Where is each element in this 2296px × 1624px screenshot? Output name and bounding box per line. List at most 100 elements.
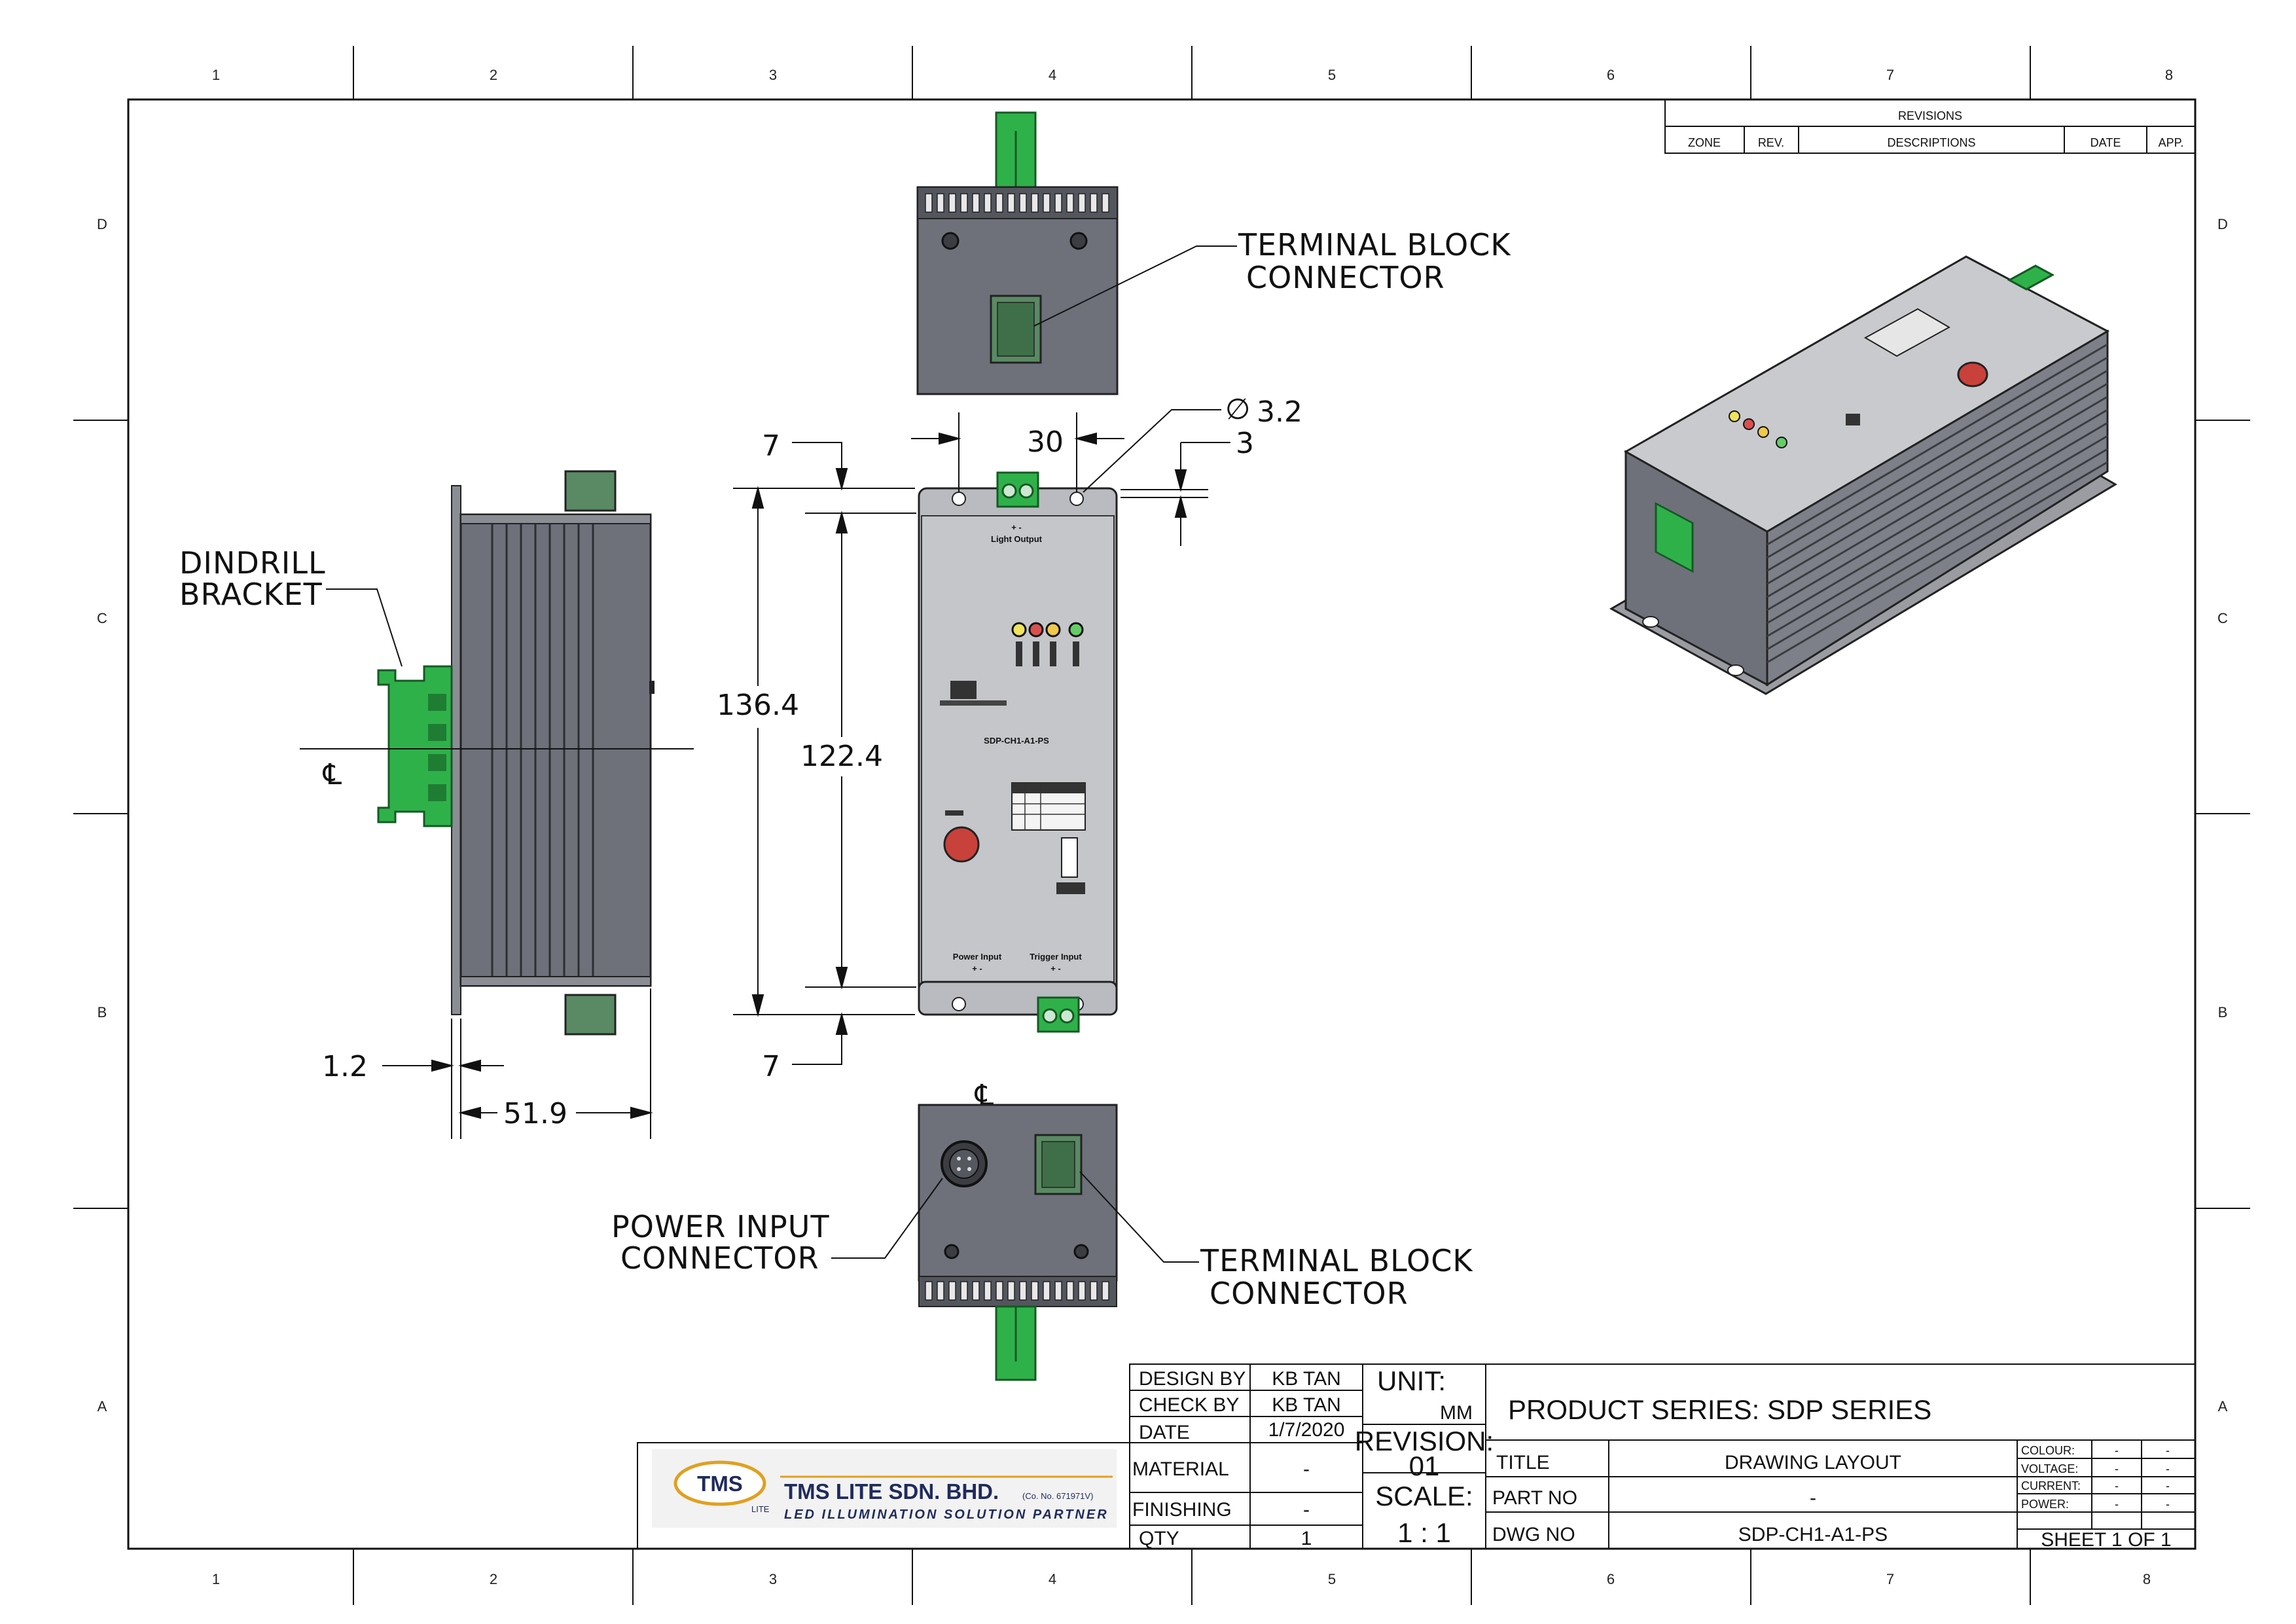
unit-label: UNIT: [1377,1365,1446,1396]
check-by-label: CHECK BY [1139,1394,1239,1416]
company-logo: TMS LITE TMS LITE SDN. BHD. (Co. No. 671… [652,1449,1117,1528]
current-value-1: - [2115,1479,2119,1492]
dim-1-2: 1.2 [322,1050,368,1083]
dwg-no-value: SDP-CH1-A1-PS [1738,1524,1888,1545]
terminal-top-line2: CONNECTOR [1246,260,1445,295]
revisions-table: REVISIONS ZONE REV. DESCRIPTIONS DATE AP… [1664,99,2196,154]
product-series: PRODUCT SERIES: SDP SERIES [1508,1394,1931,1425]
din-bracket-line1: DINDRILL [179,545,326,581]
company-name: TMS LITE SDN. BHD. [784,1479,999,1504]
revisions-header-zone: ZONE [1688,136,1721,149]
terminal-top-line1: TERMINAL BLOCK [1238,227,1511,262]
revision-value: 01 [1409,1451,1440,1481]
zone-row-right-c: C [2217,610,2228,626]
zone-col-bottom-2: 2 [490,1571,497,1587]
revisions-header-app: APP. [2159,136,2184,149]
front-model-label: SDP-CH1-A1-PS [984,736,1049,746]
zone-row-left-a: A [98,1398,107,1415]
revisions-header-descriptions: DESCRIPTIONS [1887,136,1975,149]
revisions-header-rev: REV. [1758,136,1784,149]
zone-col-top-8: 8 [2165,67,2173,83]
zone-col-top-2: 2 [490,67,497,83]
part-no-value: - [1810,1487,1816,1509]
bottom-end-view [918,1104,1118,1381]
revisions-title: REVISIONS [1898,109,1962,122]
voltage-value-1: - [2115,1462,2119,1475]
company-reg-no: (Co. No. 671971V) [1022,1491,1093,1501]
zone-col-bottom-5: 5 [1328,1571,1336,1587]
terminal-block-top-callout: TERMINAL BLOCK CONNECTOR [1033,227,1511,327]
logo-lite-text: LITE [751,1504,770,1514]
zone-row-right-a: A [2218,1398,2228,1415]
zone-tick-marks [73,46,2250,1605]
zone-col-top-6: 6 [1607,67,1615,83]
power-input-line1: POWER INPUT [611,1209,830,1244]
din-bracket-callout: DINDRILL BRACKET [179,545,403,667]
zone-row-right-d: D [2217,216,2228,232]
design-by-value: KB TAN [1272,1368,1341,1390]
zone-col-top-4: 4 [1049,67,1056,83]
dim-hole-3-2: 3.2 [1257,395,1302,429]
revision-label: REVISION: [1355,1426,1494,1456]
zone-row-left-c: C [97,610,107,626]
isometric-view [1609,255,2117,695]
zone-row-right-b: B [2218,1004,2228,1020]
scale-label: SCALE: [1375,1481,1473,1511]
front-plus-minus-top: + - [1011,522,1022,532]
front-view: + - Light Output SDP-CH1-A1-PS Power Inp… [918,471,1118,1033]
current-value-2: - [2166,1479,2170,1492]
current-label: CURRENT: [2021,1479,2081,1492]
voltage-label: VOLTAGE: [2021,1462,2078,1475]
dim-3: 3 [1236,427,1254,460]
finishing-label: FINISHING [1132,1499,1232,1521]
title-label: TITLE [1496,1452,1550,1473]
light-output-label: Light Output [991,534,1043,544]
zone-col-bottom-3: 3 [769,1571,777,1587]
power-value-1: - [2115,1498,2119,1511]
check-by-value: KB TAN [1272,1394,1341,1416]
revisions-header-date: DATE [2090,136,2121,149]
power-label: POWER: [2021,1498,2069,1511]
qty-label: QTY [1139,1528,1179,1549]
zone-col-bottom-6: 6 [1607,1571,1615,1587]
design-by-label: DESIGN BY [1139,1368,1246,1390]
colour-value-1: - [2115,1444,2119,1457]
terminal-block-bottom-callout: TERMINAL BLOCK CONNECTOR [1079,1171,1473,1311]
dim-51-9: 51.9 [503,1097,567,1130]
terminal-bottom-line1: TERMINAL BLOCK [1200,1243,1473,1278]
dwg-no-label: DWG NO [1492,1524,1575,1545]
voltage-value-2: - [2166,1462,2170,1475]
zone-col-bottom-4: 4 [1049,1571,1056,1587]
power-input-label: Power Input [953,952,1002,962]
power-input-callout: POWER INPUT CONNECTOR [611,1178,943,1276]
title-block-lines [637,1363,2196,1549]
front-plus-minus-trigger: + - [1050,964,1061,973]
title-value: DRAWING LAYOUT [1725,1452,1901,1473]
company-tagline: LED ILLUMINATION SOLUTION PARTNER [784,1507,1109,1522]
dim-hole-symbol: ∅ [1225,393,1250,426]
zone-col-top-5: 5 [1328,67,1336,83]
scale-value: 1 : 1 [1397,1517,1451,1548]
colour-label: COLOUR: [2021,1444,2075,1457]
zone-col-bottom-8: 8 [2143,1571,2151,1587]
trigger-input-label: Trigger Input [1030,952,1082,962]
power-input-line2: CONNECTOR [620,1240,819,1276]
date-value: 1/7/2020 [1268,1419,1345,1441]
zone-col-top-7: 7 [1886,67,1894,83]
colour-value-2: - [2166,1444,2170,1457]
part-no-label: PART NO [1492,1487,1577,1509]
zone-row-left-d: D [97,216,107,232]
dim-7-top: 7 [762,429,780,463]
zone-col-top-1: 1 [212,67,220,83]
front-dimension-lines [733,409,1230,1065]
zone-col-bottom-1: 1 [212,1571,220,1587]
power-value-2: - [2166,1498,2170,1511]
dim-122-4: 122.4 [800,740,883,773]
zone-col-bottom-7: 7 [1886,1571,1894,1587]
zone-col-top-3: 3 [769,67,777,83]
qty-value: 1 [1301,1528,1312,1549]
finishing-value: - [1303,1499,1310,1521]
date-label: DATE [1139,1422,1190,1443]
sheet-number: SHEET 1 OF 1 [2041,1529,2172,1551]
